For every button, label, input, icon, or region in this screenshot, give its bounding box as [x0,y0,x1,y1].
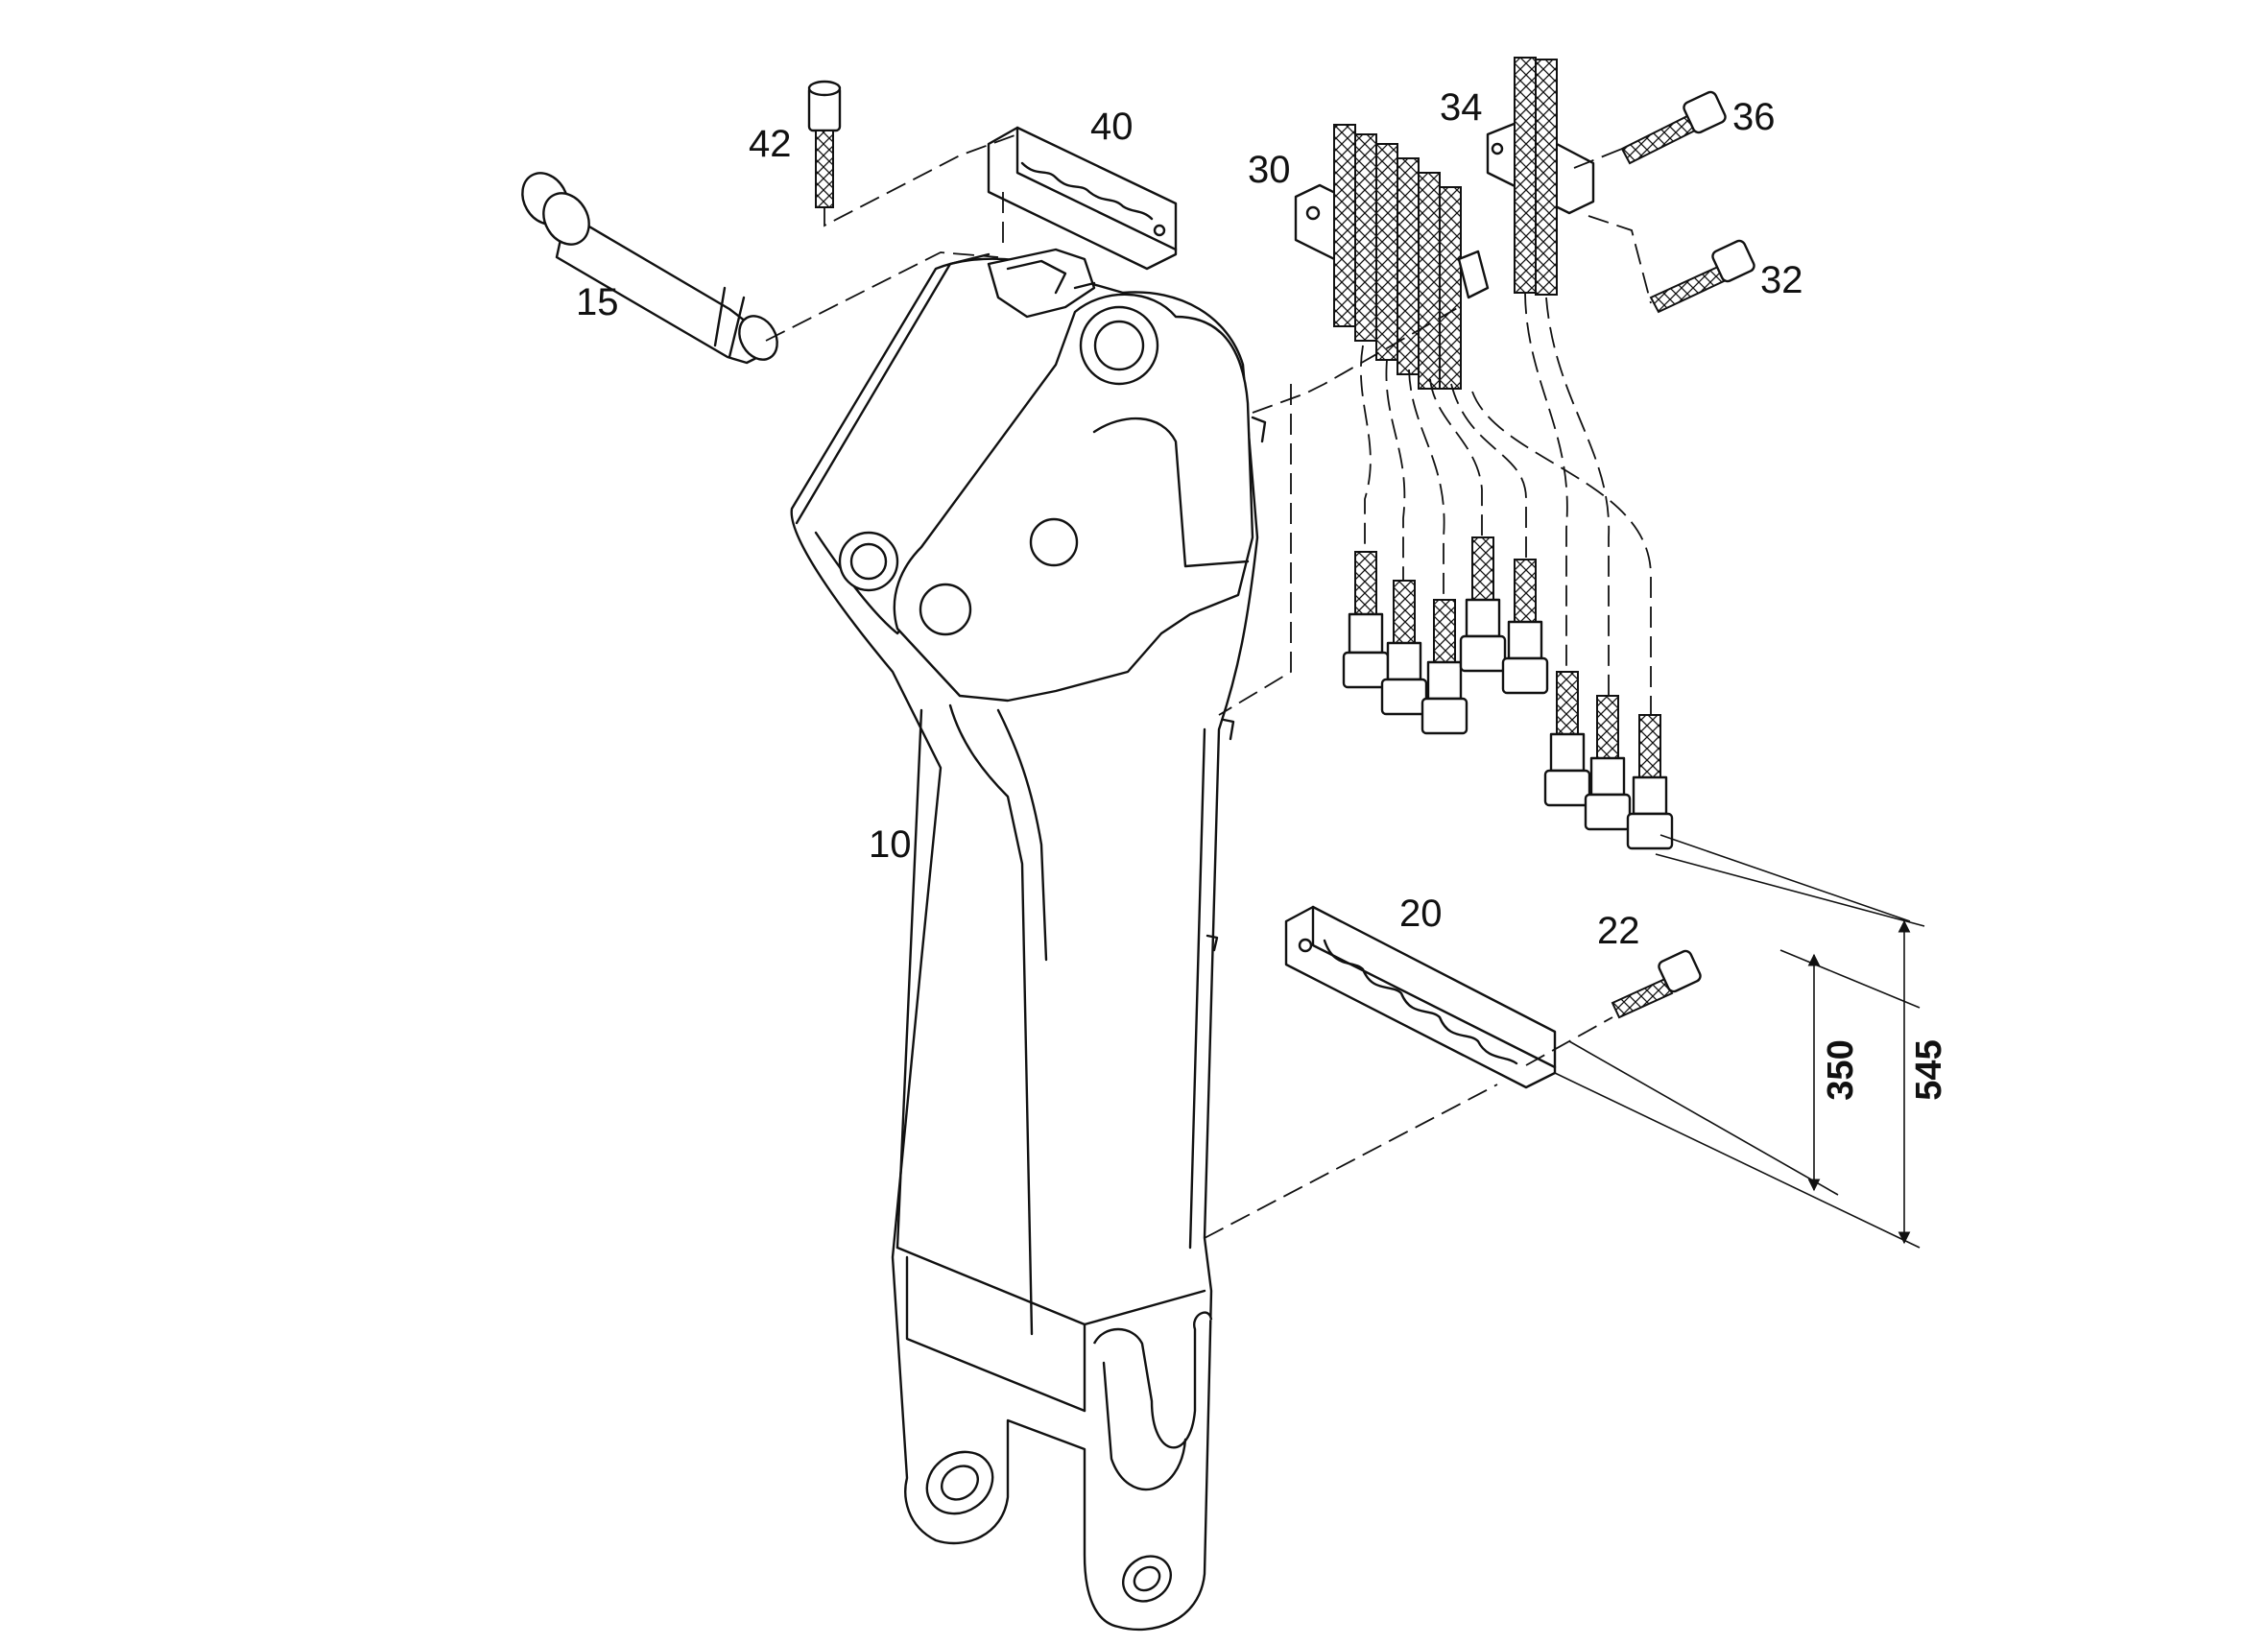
clamp-screw-part [1649,239,1755,314]
callout-hose-clamp: 30 [1248,149,1291,191]
fitting [1584,695,1632,831]
fitting [1459,536,1507,673]
callout-cover-clamp: 34 [1440,86,1483,129]
callout-arm: 10 [869,823,912,866]
dimension-350-label: 350 [1821,1039,1861,1100]
callout-labels: 10 15 20 22 30 32 34 36 40 42 350 545 [576,86,1949,1101]
hose-fittings [1342,536,1674,850]
callout-upper-clamp: 40 [1090,106,1134,148]
fitting [1626,714,1674,850]
assembly-lines [765,133,1652,1239]
fitting [1420,599,1468,735]
fitting [1543,671,1591,807]
upper-clamp-part [987,126,1178,271]
cover-screw-part [1620,90,1727,165]
callout-lower-clamp: 20 [1399,893,1443,935]
callout-pin: 15 [576,281,619,323]
lower-screw-part [1611,949,1702,1019]
fitting [1501,559,1549,695]
upper-screw-part [807,80,842,208]
fitting [1342,551,1390,689]
callout-cover-screw: 36 [1732,96,1776,138]
fitting [1380,580,1428,716]
callout-lower-screw: 22 [1597,910,1640,952]
callout-clamp-screw: 32 [1760,259,1803,301]
hose-clamp-part [1294,124,1490,390]
cover-clamp-part [1486,57,1595,296]
pin-part [521,172,778,365]
dimension-lines [1554,834,1925,1249]
dimension-545-label: 545 [1909,1039,1949,1100]
arm-part [790,248,1267,1632]
callout-upper-screw: 42 [749,123,792,165]
